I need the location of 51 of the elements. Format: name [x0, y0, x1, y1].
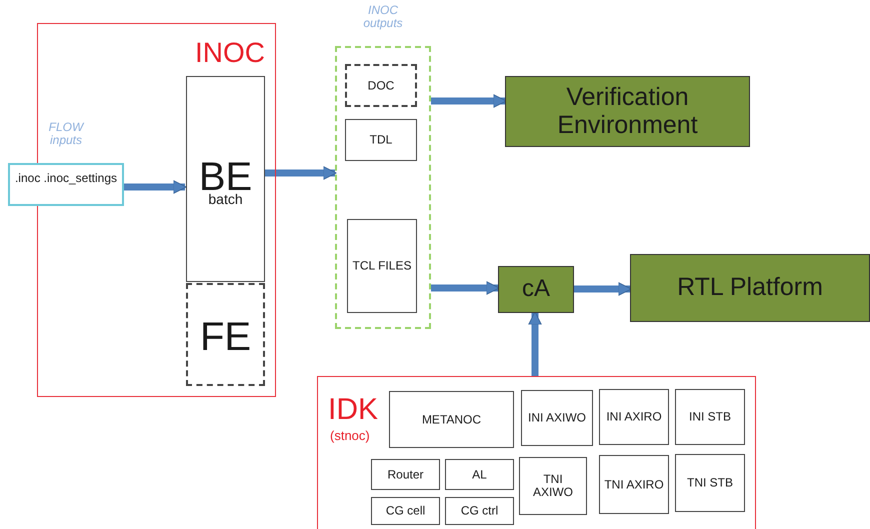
- process-box: [186, 76, 265, 282]
- node-label: TCL FILES: [352, 259, 412, 273]
- node-label: TDL: [368, 133, 394, 147]
- side-caption: FLOW inputs: [48, 121, 86, 148]
- group-frame: [317, 376, 756, 529]
- node-label: INI AXIRO: [605, 410, 663, 424]
- process-box: [675, 389, 745, 445]
- arrow: [574, 282, 632, 296]
- node-sublabel: (stnoc): [330, 429, 370, 444]
- node-label: Verification Environment: [556, 84, 699, 139]
- process-box: [445, 459, 514, 490]
- process-box: [186, 283, 265, 386]
- node-label: CG ctrl: [460, 504, 500, 518]
- node-label: AL: [471, 468, 488, 482]
- node-label: INOC: [195, 38, 265, 69]
- node-label: Router: [386, 468, 425, 482]
- process-box: [505, 76, 750, 147]
- process-box: [345, 119, 417, 161]
- arrow: [431, 94, 507, 108]
- process-box: [630, 254, 870, 322]
- node-label: CG cell: [384, 504, 426, 518]
- node-sublabel: batch: [207, 192, 244, 208]
- process-box: [519, 457, 587, 515]
- node-label: TNI STB: [686, 476, 734, 490]
- arrow: [431, 281, 500, 295]
- arrow: [264, 166, 337, 180]
- node-label: FE: [198, 315, 252, 359]
- node-label: .inoc .inoc_settings: [14, 172, 118, 186]
- node-label: INOC outputs: [362, 4, 404, 30]
- process-box: [599, 389, 669, 445]
- node-label: cA: [520, 276, 551, 302]
- process-box: [498, 266, 574, 313]
- node-label: IDK: [328, 393, 378, 426]
- process-box: [675, 454, 745, 512]
- node-label: INI AXIWO: [526, 411, 587, 425]
- process-box: [371, 459, 440, 490]
- process-box: [371, 497, 440, 525]
- process-box: [521, 390, 593, 446]
- arrow: [124, 180, 187, 194]
- node-label: TNI AXIRO: [604, 478, 664, 492]
- node-label: TNI AXIWO: [532, 472, 574, 500]
- process-box: [445, 497, 514, 525]
- node-label: METANOC: [420, 412, 482, 426]
- process-box: [599, 455, 669, 514]
- node-label: RTL Platform: [676, 274, 824, 302]
- process-box: [347, 219, 417, 313]
- process-box: [389, 391, 514, 448]
- node-label: INI STB: [688, 410, 732, 424]
- node-label: DOC: [366, 78, 396, 92]
- process-box: [345, 64, 417, 107]
- arrow: [528, 311, 542, 376]
